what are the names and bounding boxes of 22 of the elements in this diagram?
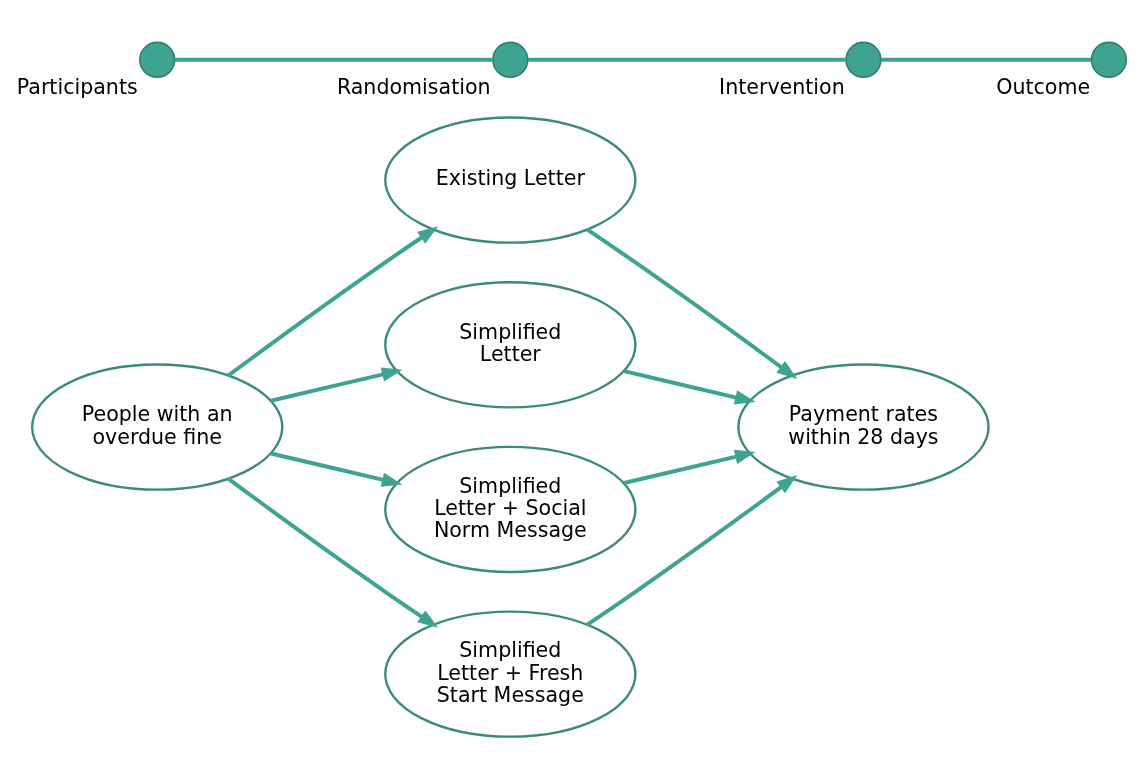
node-label: Outcome [996, 74, 1091, 99]
node-circle [492, 41, 529, 78]
arrow [226, 226, 439, 378]
node-ellipse: Simplified Letter + Social Norm Message [384, 445, 637, 574]
arrow [226, 477, 439, 628]
node-label: Participants [16, 74, 138, 99]
arrow [623, 449, 756, 485]
arrow [586, 228, 798, 380]
arrow [586, 475, 798, 627]
arrow [623, 369, 756, 405]
node-circle [139, 41, 176, 78]
arrow [270, 367, 403, 403]
connector [527, 57, 846, 62]
node-label: Intervention [719, 74, 845, 99]
connector [174, 57, 493, 62]
node-label: Randomisation [336, 74, 491, 99]
arrow [270, 451, 403, 487]
node-circle [845, 41, 882, 78]
node-circle [1090, 41, 1128, 78]
connector [880, 57, 1091, 62]
node-ellipse: Simplified Letter [384, 281, 637, 409]
node-ellipse: People with an overdue fine [30, 363, 284, 491]
